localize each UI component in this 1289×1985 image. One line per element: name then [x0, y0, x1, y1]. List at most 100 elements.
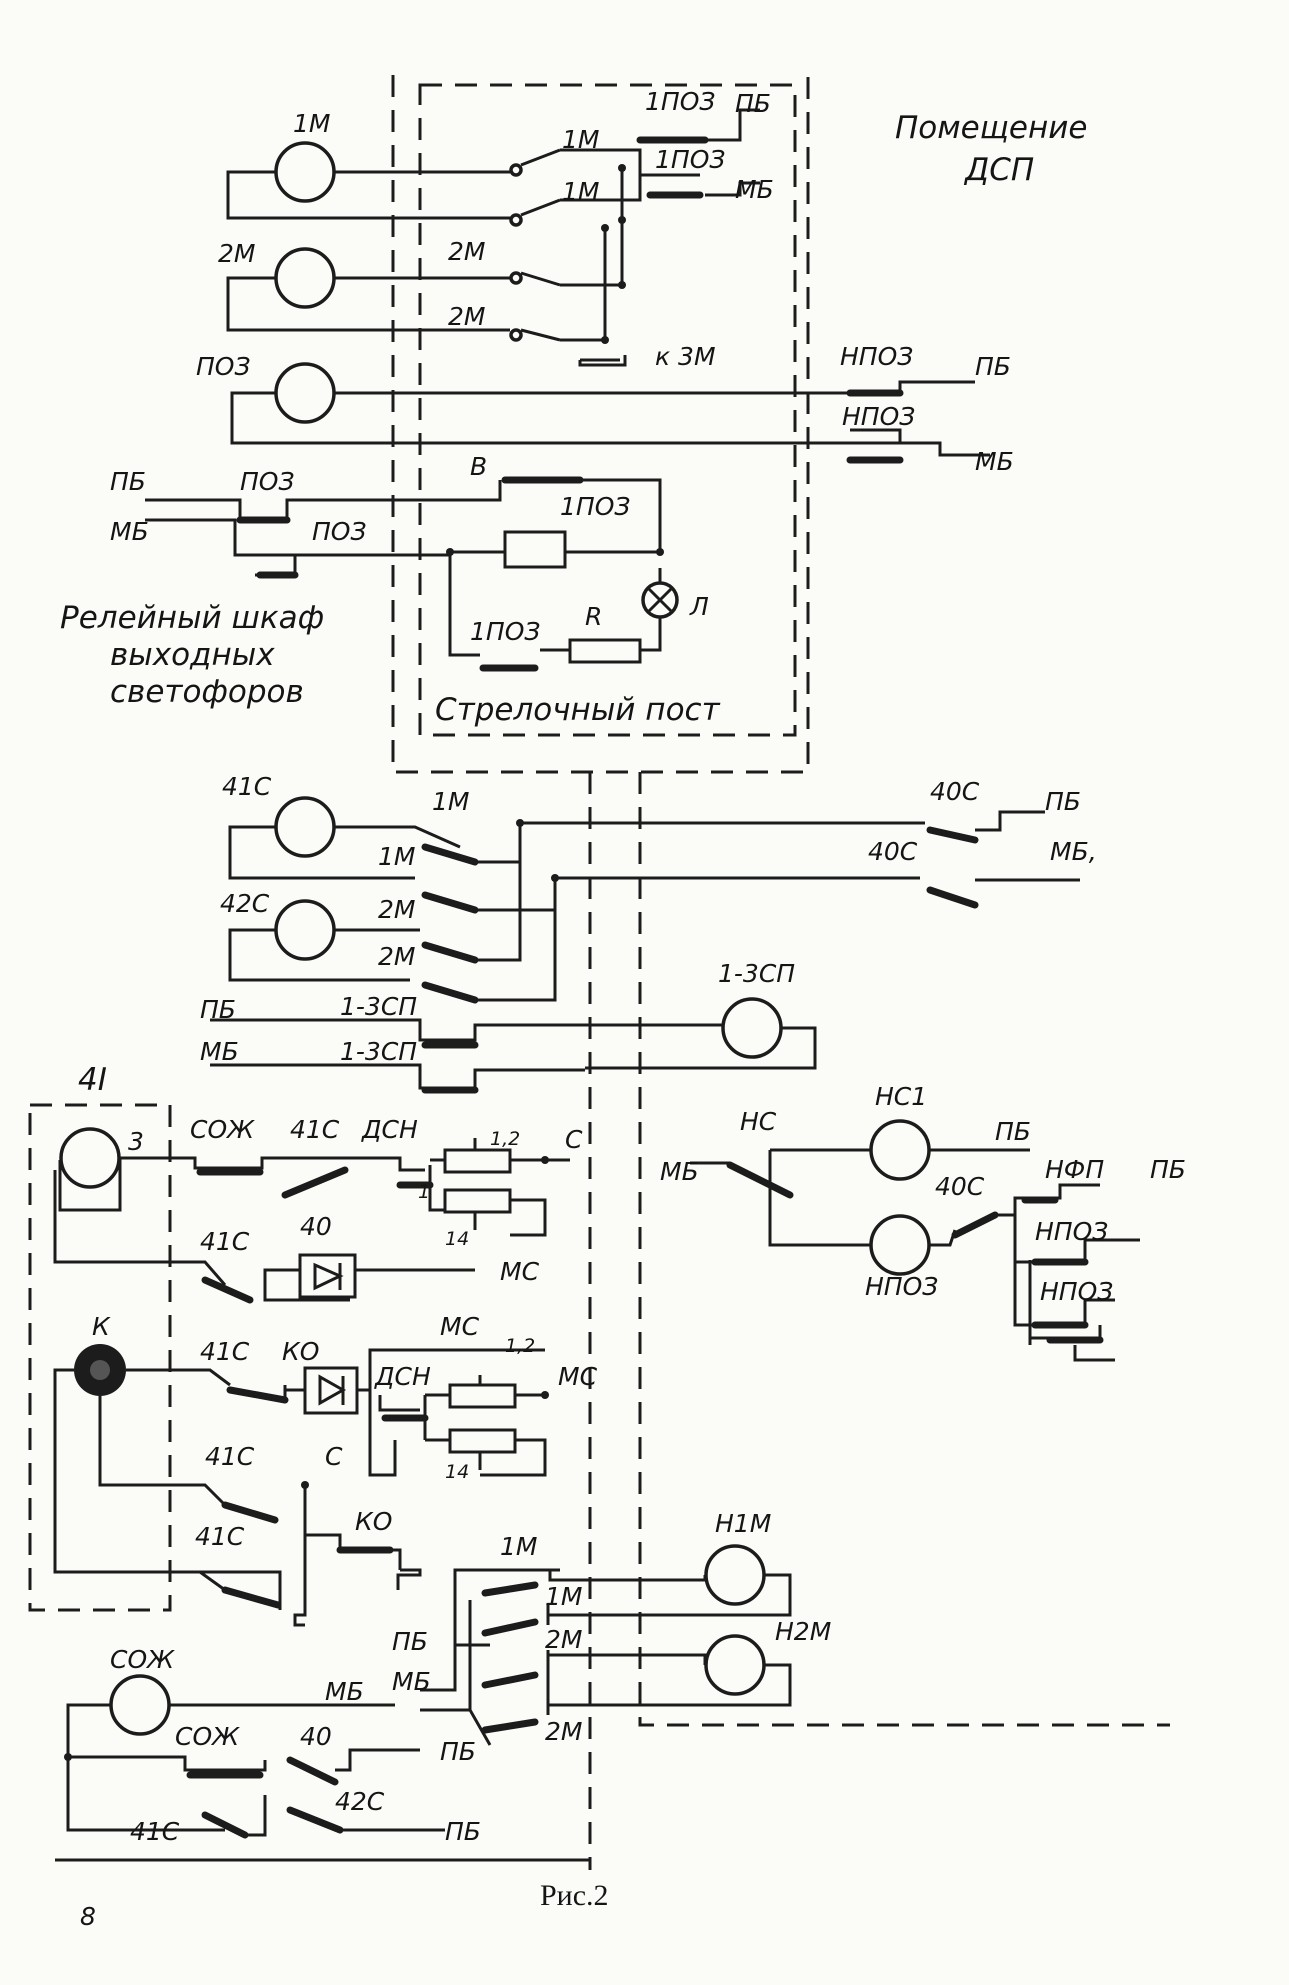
label-42C: 42С [220, 889, 270, 918]
label-1-2-b: 1,2 [505, 1335, 535, 1357]
label-MB-1: МБ [735, 175, 774, 204]
label-c-1M-c: 1М [432, 787, 469, 816]
label-c-NC: НС [740, 1107, 777, 1136]
label-14-a: 14 [445, 1228, 469, 1250]
diode-KO [303, 1366, 359, 1415]
resistor-1-2 [443, 1148, 512, 1174]
relay-41C-coil [274, 796, 336, 858]
label-MB-6: МБ [660, 1157, 699, 1186]
label-PB-3: ПБ [110, 467, 146, 496]
figure-caption: Рис.2 [540, 1879, 609, 1912]
relay-B-coil [59, 1127, 121, 1189]
label-dsp-room-1: Помещение [895, 110, 1088, 146]
label-c-NFP: НФП [1045, 1155, 1104, 1184]
label-c-1M-e: 1М [500, 1532, 537, 1561]
resistor-1-2-b [448, 1383, 517, 1409]
label-relay-cabinet-2: выходных [110, 637, 275, 673]
label-block-4I: 4I [78, 1062, 107, 1098]
label-PB-1: ПБ [735, 89, 771, 118]
label-MB-5: МБ [200, 1037, 239, 1066]
label-c-1POZ-b: 1ПОЗ [655, 145, 725, 174]
label-c-1-3SP-a: 1-3СП [340, 992, 417, 1021]
label-c-41C-d: 41С [205, 1442, 255, 1471]
label-MB-8: МБ [325, 1677, 364, 1706]
relay-1POZ-coil [503, 530, 567, 569]
label-lamp: Л [689, 592, 709, 621]
label-c-2M-a: 2М [448, 237, 485, 266]
label-c-DSN-a: ДСН [361, 1115, 418, 1144]
relay-2M-coil [274, 247, 336, 309]
section-switch-post [145, 476, 679, 672]
relay-1M-coil [274, 141, 336, 203]
label-c-41C-b: 41С [200, 1227, 250, 1256]
label-41C: 41С [222, 772, 272, 801]
label-1: 1 [418, 1181, 430, 1203]
label-c-2M-e: 2М [545, 1625, 582, 1654]
relay-42C-coil [274, 899, 336, 961]
label-MC-2: МС [440, 1312, 480, 1341]
label-c-41C-e: 41С [195, 1522, 245, 1551]
label-c-40C-a: 40С [930, 777, 980, 806]
label-c-2M-d: 2М [378, 942, 415, 971]
label-c-1M-f: 1М [545, 1582, 582, 1611]
label-c-1M-a: 1М [562, 125, 599, 154]
label-c-2M-f: 2М [545, 1717, 582, 1746]
label-POZ: ПОЗ [196, 352, 251, 381]
label-c-40C-c: 40С [935, 1172, 985, 1201]
label-c-KO-a: КО [282, 1337, 319, 1366]
label-PB-8: ПБ [392, 1627, 428, 1656]
label-PB-7: ПБ [1150, 1155, 1186, 1184]
label-c-1POZ-c: 1ПОЗ [560, 492, 630, 521]
label-c-SOZH-a: СОЖ [190, 1115, 255, 1144]
label-relay-cabinet-3: светофоров [110, 674, 304, 710]
diode-40 [298, 1253, 357, 1299]
resistor-14 [443, 1188, 512, 1214]
label-c-1M-d: 1М [378, 842, 415, 871]
label-switch-post: Стрелочный пост [435, 692, 721, 728]
label-c-1POZ-a: 1ПОЗ [645, 87, 715, 116]
label-c-41C-f: 41С [130, 1817, 180, 1846]
label-B-relay: В [470, 452, 487, 481]
relay-NC1-coil [869, 1119, 931, 1181]
label-14-b: 14 [445, 1461, 469, 1483]
label-c-42C: 42С [335, 1787, 385, 1816]
labels: Помещение ДСП Релейный шкаф выходных све… [60, 87, 1186, 1931]
label-SOZH-relay: СОЖ [110, 1645, 175, 1674]
label-c-1POZ-d: 1ПОЗ [470, 617, 540, 646]
label-k3M: к 3М [655, 342, 716, 371]
label-c-POZ-b: ПОЗ [312, 517, 367, 546]
label-c-41C-c: 41С [200, 1337, 250, 1366]
label-c-2M-c: 2М [378, 895, 415, 924]
label-1-2-a: 1,2 [490, 1128, 520, 1150]
section-nc [690, 1119, 1140, 1362]
label-PB-6: ПБ [995, 1117, 1031, 1146]
label-c-1-3SP-b: 1-3СП [340, 1037, 417, 1066]
label-c-NPOZ-d: НПОЗ [1040, 1277, 1113, 1306]
label-40-b: 40 [300, 1722, 332, 1751]
label-PB-5: ПБ [200, 995, 236, 1024]
label-c-DSN-b: ДСН [374, 1362, 431, 1391]
resistor-R [568, 638, 642, 664]
label-c-1M-b: 1М [562, 177, 599, 206]
section-poz [230, 362, 990, 464]
relay-N1M-coil [704, 1544, 766, 1606]
section-4I [53, 1127, 570, 1627]
relay-N2M-coil [704, 1634, 766, 1696]
label-K: К [92, 1312, 111, 1341]
label-R: R [585, 602, 602, 631]
label-c-2M-b: 2М [448, 302, 485, 331]
label-c-40C-b: 40С [868, 837, 918, 866]
label-MB-2: МБ [975, 447, 1014, 476]
label-c-POZ-a: ПОЗ [240, 467, 295, 496]
label-PB-9: ПБ [440, 1737, 476, 1766]
label-PB-2: ПБ [975, 352, 1011, 381]
section-41c-42c [210, 796, 1080, 1094]
relay-NPOZ-coil [869, 1214, 931, 1276]
label-1M: 1М [293, 109, 330, 138]
label-2M: 2М [218, 239, 255, 268]
dashed-boundaries [28, 70, 1170, 1870]
label-N2M: Н2М [775, 1617, 831, 1646]
label-C-1: С [565, 1125, 583, 1154]
label-PB-4: ПБ [1045, 787, 1081, 816]
